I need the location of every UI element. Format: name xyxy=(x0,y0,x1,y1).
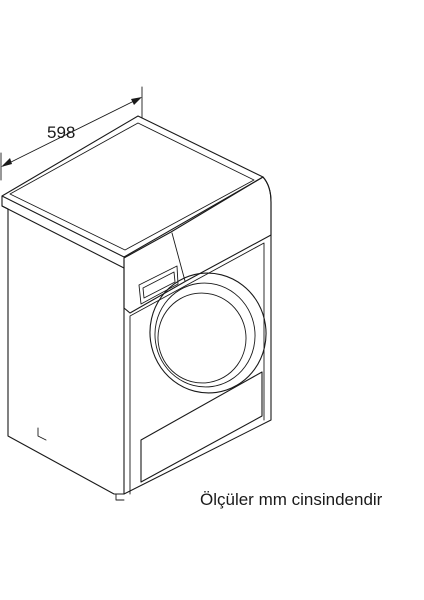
front-face xyxy=(123,176,272,495)
foot-left xyxy=(37,427,47,441)
top-panel-inner-edge xyxy=(9,122,255,251)
dryer-appliance xyxy=(1,115,272,501)
door-inner-ring xyxy=(154,282,256,388)
display-window-inner xyxy=(142,271,176,299)
lower-service-panel xyxy=(140,371,263,483)
door-outer-ring xyxy=(149,272,267,394)
display-window xyxy=(138,265,179,305)
foot-front xyxy=(115,493,125,501)
dimension-arrow-right xyxy=(131,97,142,105)
width-dimension-label: 598 xyxy=(47,123,75,142)
width-dimension: 598 xyxy=(0,86,143,181)
door-glass xyxy=(157,292,247,384)
control-panel-recess xyxy=(171,232,186,282)
caption-units-note: Ölçüler mm cinsindendir xyxy=(200,490,383,509)
front-face-inner-edge xyxy=(129,242,265,495)
dimension-line xyxy=(2,97,141,167)
top-panel xyxy=(1,115,264,258)
front-top-lip xyxy=(1,205,125,269)
dimension-arrow-left xyxy=(1,158,12,167)
control-panel xyxy=(123,176,272,314)
